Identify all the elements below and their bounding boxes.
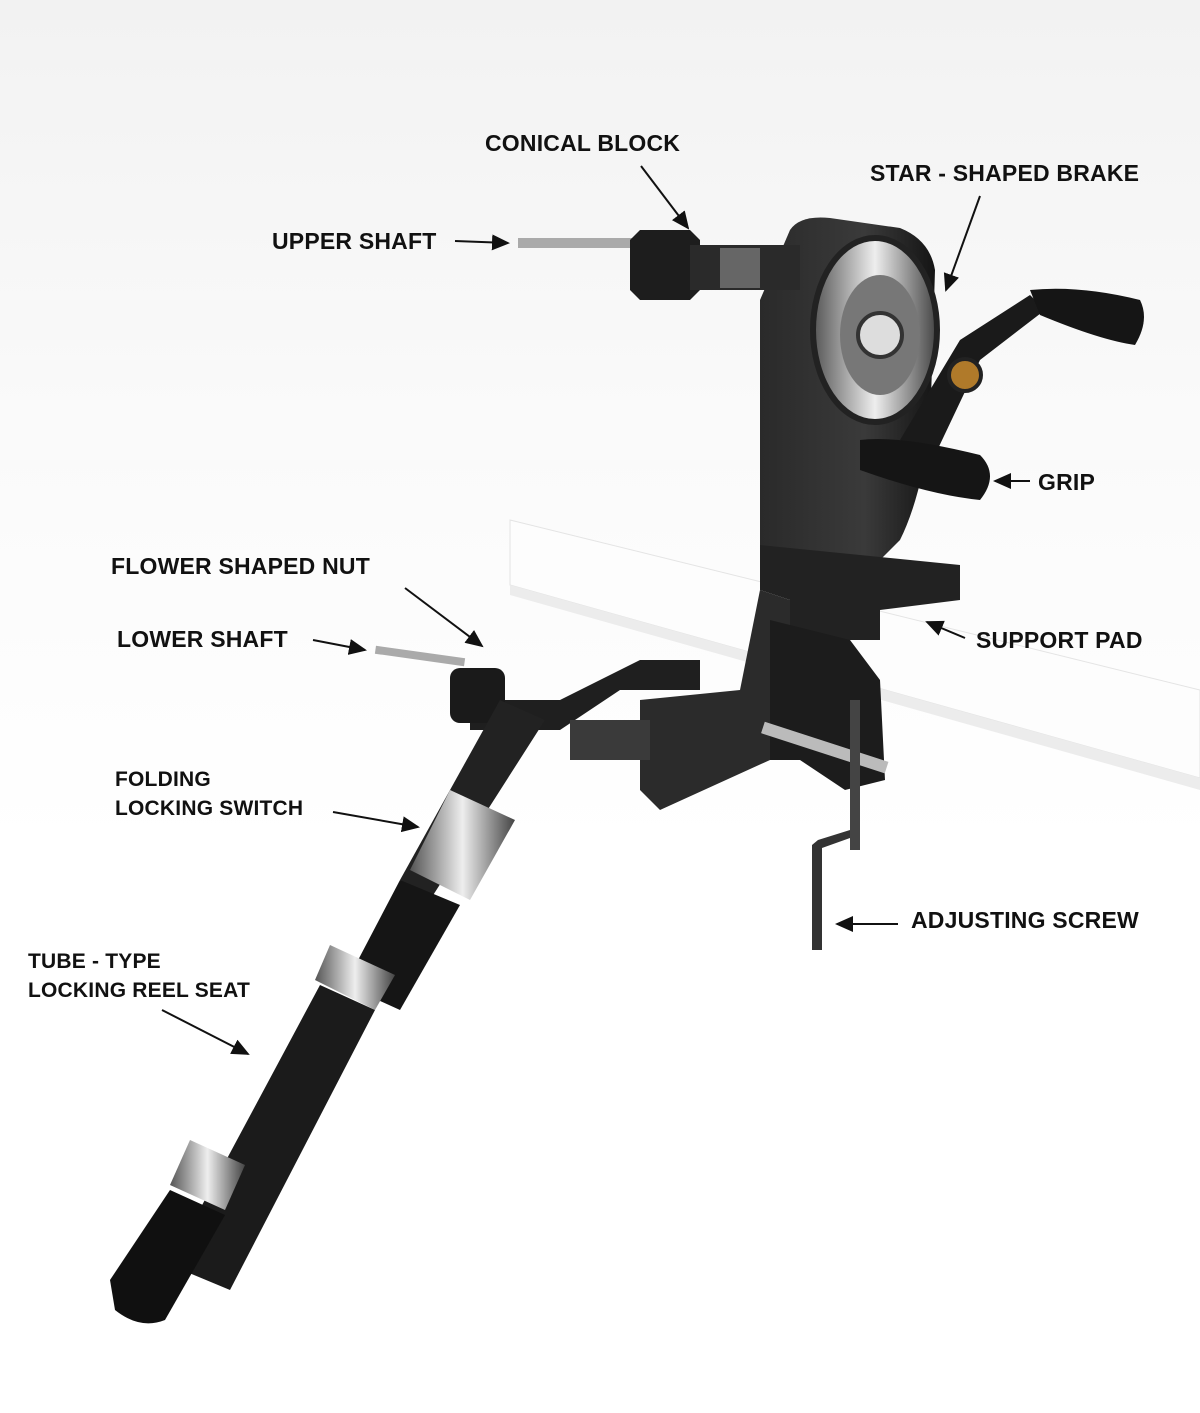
arrow-lower-shaft [312, 639, 367, 655]
arrow-support-pad [925, 620, 966, 639]
reel-seat-handle [110, 700, 545, 1324]
label-support-pad: SUPPORT PAD [976, 627, 1143, 653]
arrow-conical-block [640, 165, 690, 230]
label-star-brake: STAR - SHAPED BRAKE [870, 160, 1140, 186]
crank-handle [860, 288, 1144, 500]
label-adjusting-screw: ADJUSTING SCREW [911, 907, 1139, 933]
label-lower-shaft: LOWER SHAFT [117, 626, 288, 652]
label-reel-seat-line1: TUBE - TYPE [28, 950, 161, 973]
label-folding-switch-line2: LOCKING SWITCH [115, 797, 304, 820]
arrow-flower-nut [404, 587, 484, 648]
arrow-upper-shaft [454, 234, 510, 251]
arrow-star-brake [943, 195, 981, 292]
label-reel-seat-line2: LOCKING REEL SEAT [28, 979, 250, 1002]
label-grip: GRIP [1038, 469, 1096, 495]
upper-shaft-assembly [518, 230, 800, 300]
reel-drum [810, 235, 940, 425]
label-folding-switch-line1: FOLDING [115, 768, 211, 791]
arrow-reel-seat [161, 1009, 250, 1055]
arrow-folding-switch [332, 811, 420, 833]
label-upper-shaft: UPPER SHAFT [272, 228, 437, 254]
callout-arrows [161, 165, 1030, 1055]
label-flower-nut: FLOWER SHAPED NUT [111, 553, 370, 579]
label-conical-block: CONICAL BLOCK [485, 130, 681, 156]
